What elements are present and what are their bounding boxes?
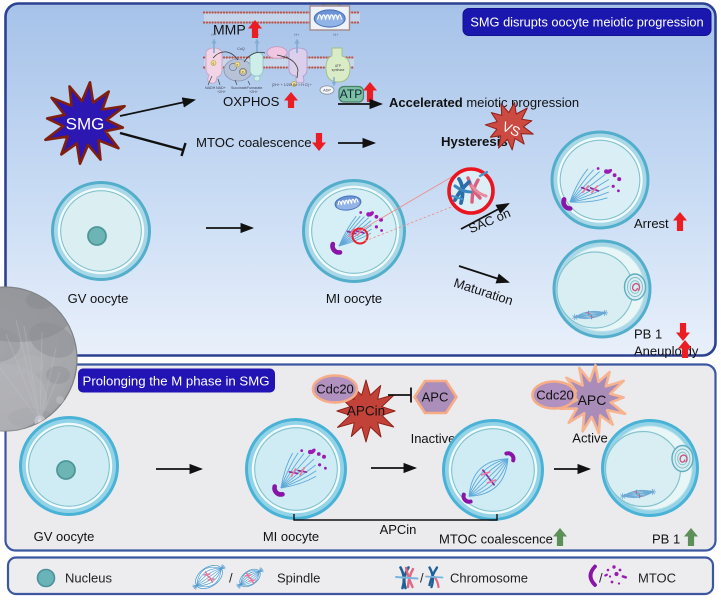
svg-text:Nucleus: Nucleus bbox=[65, 571, 112, 586]
svg-text:MMP: MMP bbox=[213, 22, 246, 38]
svg-text:/: / bbox=[420, 571, 424, 586]
svg-text:/: / bbox=[599, 571, 603, 586]
svg-text:ADP: ADP bbox=[323, 89, 331, 93]
svg-text:H+: H+ bbox=[294, 32, 300, 37]
svg-text:MTOC: MTOC bbox=[638, 571, 676, 586]
svg-text:Succinate: Succinate bbox=[231, 86, 247, 90]
svg-text:Prolonging the M phase in SMG: Prolonging the M phase in SMG bbox=[83, 374, 270, 389]
svg-text:Hysteresis: Hysteresis bbox=[441, 134, 508, 149]
svg-text:Spindle: Spindle bbox=[277, 571, 320, 586]
svg-text:NAD+: NAD+ bbox=[216, 86, 226, 90]
svg-text:PB 1: PB 1 bbox=[652, 532, 680, 547]
svg-text:H+: H+ bbox=[211, 32, 217, 37]
svg-text:APC: APC bbox=[578, 392, 607, 408]
svg-text:e: e bbox=[293, 82, 295, 86]
svg-text:CoQ: CoQ bbox=[237, 47, 245, 51]
svg-text:synthase: synthase bbox=[332, 68, 345, 72]
svg-text:VS: VS bbox=[500, 119, 523, 140]
svg-text:GV oocyte: GV oocyte bbox=[34, 529, 95, 544]
svg-text:OXPHOS: OXPHOS bbox=[223, 94, 280, 109]
svg-text:Chromosome: Chromosome bbox=[450, 571, 528, 586]
svg-text:+2H+: +2H+ bbox=[217, 90, 226, 94]
svg-text:/: / bbox=[229, 571, 233, 586]
svg-text:e: e bbox=[213, 61, 215, 65]
svg-text:Active: Active bbox=[572, 431, 607, 446]
svg-text:MTOC coalescence: MTOC coalescence bbox=[196, 135, 312, 150]
svg-text:e: e bbox=[237, 63, 239, 67]
svg-text:H+: H+ bbox=[333, 32, 339, 37]
svg-text:ATP: ATP bbox=[340, 87, 362, 101]
svg-text:MI oocyte: MI oocyte bbox=[263, 529, 319, 544]
svg-text:SMG: SMG bbox=[66, 115, 105, 134]
svg-text:APCin: APCin bbox=[347, 404, 385, 419]
svg-text:APC: APC bbox=[422, 390, 449, 405]
svg-text:SMG disrupts oocyte meiotic pr: SMG disrupts oocyte meiotic progression bbox=[470, 15, 703, 30]
svg-text:MI oocyte: MI oocyte bbox=[326, 291, 382, 306]
svg-text:MTOC coalescence: MTOC coalescence bbox=[439, 532, 553, 547]
svg-text:Arrest: Arrest bbox=[634, 216, 669, 231]
svg-text:Inactive: Inactive bbox=[411, 431, 456, 446]
svg-text:e: e bbox=[242, 70, 244, 74]
svg-text:Fumarate: Fumarate bbox=[247, 86, 262, 90]
svg-text:NADH: NADH bbox=[205, 86, 216, 90]
svg-text:Cdc20: Cdc20 bbox=[536, 388, 574, 403]
svg-text:PB 1: PB 1 bbox=[634, 327, 662, 342]
svg-text:GV oocyte: GV oocyte bbox=[68, 291, 129, 306]
svg-text:Cdc20: Cdc20 bbox=[316, 382, 354, 397]
svg-text:Accelerated meiotic progressio: Accelerated meiotic progression bbox=[389, 95, 579, 110]
svg-text:ATP: ATP bbox=[335, 64, 341, 68]
svg-text:[2H+ + 1/2O: [2H+ + 1/2O bbox=[272, 83, 292, 87]
svg-text:+ 2e = H O] +: + 2e = H O] + bbox=[290, 83, 312, 87]
svg-text:+2H+: +2H+ bbox=[249, 90, 258, 94]
svg-text:APCin: APCin bbox=[380, 522, 417, 537]
